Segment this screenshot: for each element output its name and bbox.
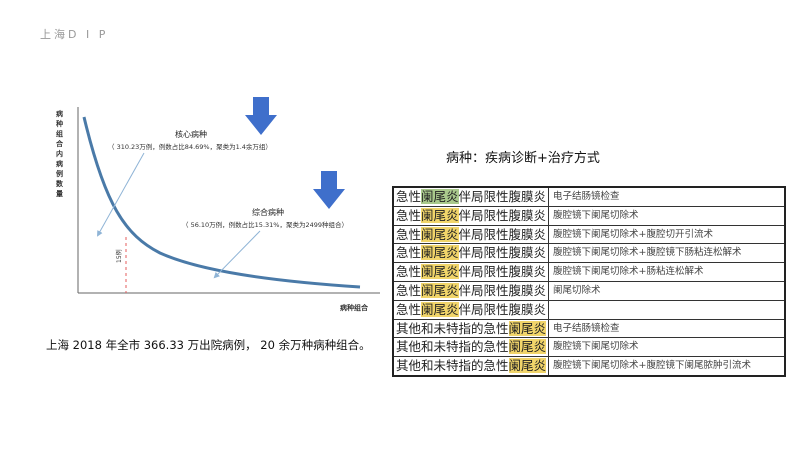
table-row: 急性阑尾炎伴局限性腹膜炎阑尾切除术 bbox=[394, 281, 784, 301]
diagnosis-prefix: 急性 bbox=[396, 189, 422, 204]
diagnosis-highlight: 阑尾炎 bbox=[421, 282, 459, 298]
diagnosis-highlight: 阑尾炎 bbox=[421, 301, 459, 317]
comp-pointer-line bbox=[213, 230, 261, 279]
table-row: 其他和未特指的急性阑尾炎腹腔镜下阑尾切除术 bbox=[394, 338, 784, 358]
diagnosis-suffix: 伴局限性腹膜炎 bbox=[458, 207, 547, 223]
table-row: 急性阑尾炎伴局限性腹膜炎腹腔镜下阑尾切除术+肠粘连松解术 bbox=[394, 263, 784, 282]
diagnosis-highlight: 阑尾炎 bbox=[421, 264, 459, 280]
diagnosis-highlight: 阑尾炎 bbox=[508, 339, 547, 355]
core-pointer-line bbox=[97, 152, 145, 237]
procedure-cell: 电子结肠镜检查 bbox=[553, 322, 620, 334]
diagnosis-highlight: 阑尾炎 bbox=[421, 245, 459, 261]
comp-down-arrow-icon bbox=[313, 171, 345, 209]
table-row: 急性阑尾炎伴局限性腹膜炎腹腔镜下阑尾切除术+腹腔切开引流术 bbox=[394, 225, 784, 245]
procedure-cell: 腹腔镜下阑尾切除术+腹腔镜下阑尾脓肿引流术 bbox=[553, 360, 751, 372]
diagnosis-highlight: 阑尾炎 bbox=[508, 358, 547, 374]
diagnosis-suffix: 伴局限性腹膜炎 bbox=[458, 245, 547, 261]
procedure-cell: 腹腔镜下阑尾切除术+肠粘连松解术 bbox=[553, 266, 704, 278]
procedure-cell: 电子结肠镜检查 bbox=[553, 191, 620, 202]
diagnosis-suffix: 伴局限性腹膜炎 bbox=[458, 226, 547, 242]
diagnosis-suffix: 伴局限性腹膜炎 bbox=[458, 264, 547, 280]
diagnosis-prefix: 急性 bbox=[396, 264, 422, 280]
chart-y-label: 病种组合内病例数量 bbox=[56, 110, 63, 198]
core-disease-title: 核心病种 bbox=[175, 130, 207, 139]
diagnosis-highlight: 阑尾炎 bbox=[421, 189, 459, 204]
diagnosis-prefix: 急性 bbox=[396, 207, 422, 223]
diagnosis-cell: 急性阑尾炎伴局限性腹膜炎 bbox=[394, 206, 549, 225]
table-row: 急性阑尾炎伴局限性腹膜炎 bbox=[394, 300, 784, 320]
table-row: 急性阑尾炎伴局限性腹膜炎腹腔镜下阑尾切除术+腹腔镜下肠粘连松解术 bbox=[394, 244, 784, 264]
procedure-cell bbox=[549, 301, 784, 319]
procedure-cell: 腹腔镜下阑尾切除术 bbox=[553, 341, 639, 353]
diagnosis-prefix: 其他和未特指的急性 bbox=[396, 339, 509, 355]
comprehensive-disease-desc: （ 56.10万例，例数占比15.31%，聚类为2499种组合） bbox=[182, 221, 349, 229]
table-row: 其他和未特指的急性阑尾炎腹腔镜下阑尾切除术+腹腔镜下阑尾脓肿引流术 bbox=[394, 357, 784, 375]
diagnosis-cell: 急性阑尾炎伴局限性腹膜炎 bbox=[394, 300, 549, 319]
diagnosis-suffix: 伴局限性腹膜炎 bbox=[458, 189, 547, 204]
chart-x-label: 病种组合 bbox=[340, 304, 368, 312]
diagnosis-prefix: 其他和未特指的急性 bbox=[396, 320, 509, 336]
disease-combination-table: 急性阑尾炎伴局限性腹膜炎电子结肠镜检查急性阑尾炎伴局限性腹膜炎腹腔镜下阑尾切除术… bbox=[392, 186, 786, 377]
procedure-cell: 阑尾切除术 bbox=[553, 284, 601, 296]
diagnosis-cell: 急性阑尾炎伴局限性腹膜炎 bbox=[394, 263, 549, 281]
diagnosis-highlight: 阑尾炎 bbox=[421, 207, 459, 223]
diagnosis-prefix: 急性 bbox=[396, 245, 422, 261]
procedure-cell: 腹腔镜下阑尾切除术+腹腔镜下肠粘连松解术 bbox=[553, 247, 742, 259]
long-tail-chart: 病种组合内病例数量 病种组合 核心病种 （ 310.23万例，例数占比84.69… bbox=[50, 85, 390, 320]
diagnosis-cell: 其他和未特指的急性阑尾炎 bbox=[394, 338, 549, 357]
diagnosis-prefix: 急性 bbox=[396, 282, 422, 298]
procedure-cell: 腹腔镜下阑尾切除术+腹腔切开引流术 bbox=[553, 228, 713, 240]
comprehensive-disease-title: 综合病种 bbox=[252, 208, 284, 217]
core-down-arrow-icon bbox=[245, 97, 277, 135]
diagnosis-suffix: 伴局限性腹膜炎 bbox=[458, 282, 547, 298]
table-row: 急性阑尾炎伴局限性腹膜炎电子结肠镜检查 bbox=[394, 188, 784, 207]
brand-title: 上海D I P bbox=[40, 28, 109, 41]
diagnosis-cell: 其他和未特指的急性阑尾炎 bbox=[394, 319, 549, 338]
distribution-curve bbox=[82, 116, 361, 289]
diagnosis-cell: 急性阑尾炎伴局限性腹膜炎 bbox=[394, 225, 549, 244]
diagnosis-cell: 急性阑尾炎伴局限性腹膜炎 bbox=[394, 244, 549, 263]
core-disease-desc: （ 310.23万例，例数占比84.69%，聚类为1.4余万组） bbox=[108, 143, 272, 151]
table-row: 急性阑尾炎伴局限性腹膜炎腹腔镜下阑尾切除术 bbox=[394, 206, 784, 226]
diagnosis-prefix: 其他和未特指的急性 bbox=[396, 358, 509, 374]
summary-caption: 上海 2018 年全市 366.33 万出院病例， 20 余万种病种组合。 bbox=[46, 338, 371, 352]
diagnosis-highlight: 阑尾炎 bbox=[508, 320, 547, 336]
diagnosis-highlight: 阑尾炎 bbox=[421, 226, 459, 242]
procedure-cell: 腹腔镜下阑尾切除术 bbox=[553, 209, 639, 221]
diagnosis-cell: 急性阑尾炎伴局限性腹膜炎 bbox=[394, 188, 549, 206]
chart-canvas bbox=[77, 97, 380, 294]
diagnosis-cell: 急性阑尾炎伴局限性腹膜炎 bbox=[394, 281, 549, 300]
diagnosis-suffix: 伴局限性腹膜炎 bbox=[458, 301, 547, 317]
diagnosis-cell: 其他和未特指的急性阑尾炎 bbox=[394, 357, 549, 375]
table-row: 其他和未特指的急性阑尾炎电子结肠镜检查 bbox=[394, 319, 784, 339]
diagnosis-prefix: 急性 bbox=[396, 226, 422, 242]
threshold-marker-label: 15例 bbox=[116, 249, 123, 263]
diagnosis-prefix: 急性 bbox=[396, 301, 422, 317]
disease-definition-title: 病种：疾病诊断+治疗方式 bbox=[446, 151, 600, 166]
